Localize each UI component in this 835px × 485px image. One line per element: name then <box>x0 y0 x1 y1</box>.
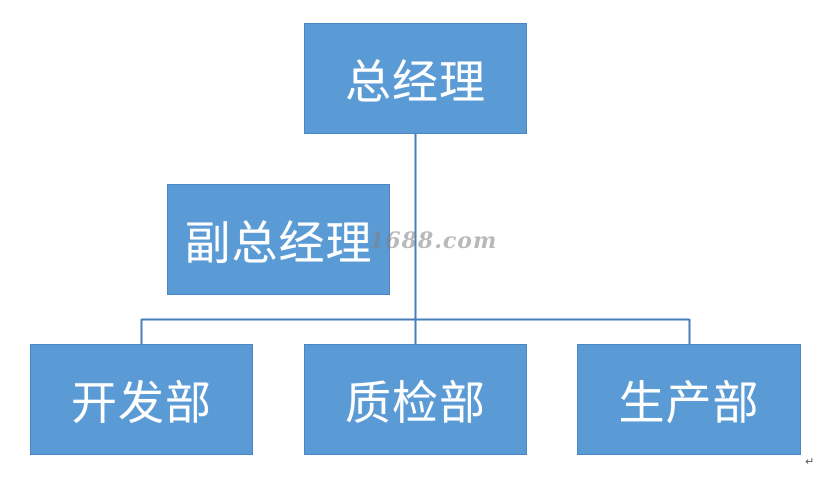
node-deputy-general-manager-label: 副总经理 <box>184 215 373 270</box>
node-quality-inspection-department-label: 质检部 <box>345 375 486 430</box>
node-development-department-label: 开发部 <box>71 375 212 430</box>
node-quality-inspection-department: 质检部 <box>304 344 527 455</box>
paragraph-mark-icon: ↵ <box>805 455 815 468</box>
node-development-department: 开发部 <box>30 344 253 455</box>
node-deputy-general-manager: 副总经理 <box>167 184 390 295</box>
node-production-department: 生产部 <box>577 344 801 455</box>
node-general-manager: 总经理 <box>304 23 527 134</box>
watermark-text: 1688.com <box>369 228 498 254</box>
node-production-department-label: 生产部 <box>618 375 760 430</box>
node-general-manager-label: 总经理 <box>345 54 486 109</box>
